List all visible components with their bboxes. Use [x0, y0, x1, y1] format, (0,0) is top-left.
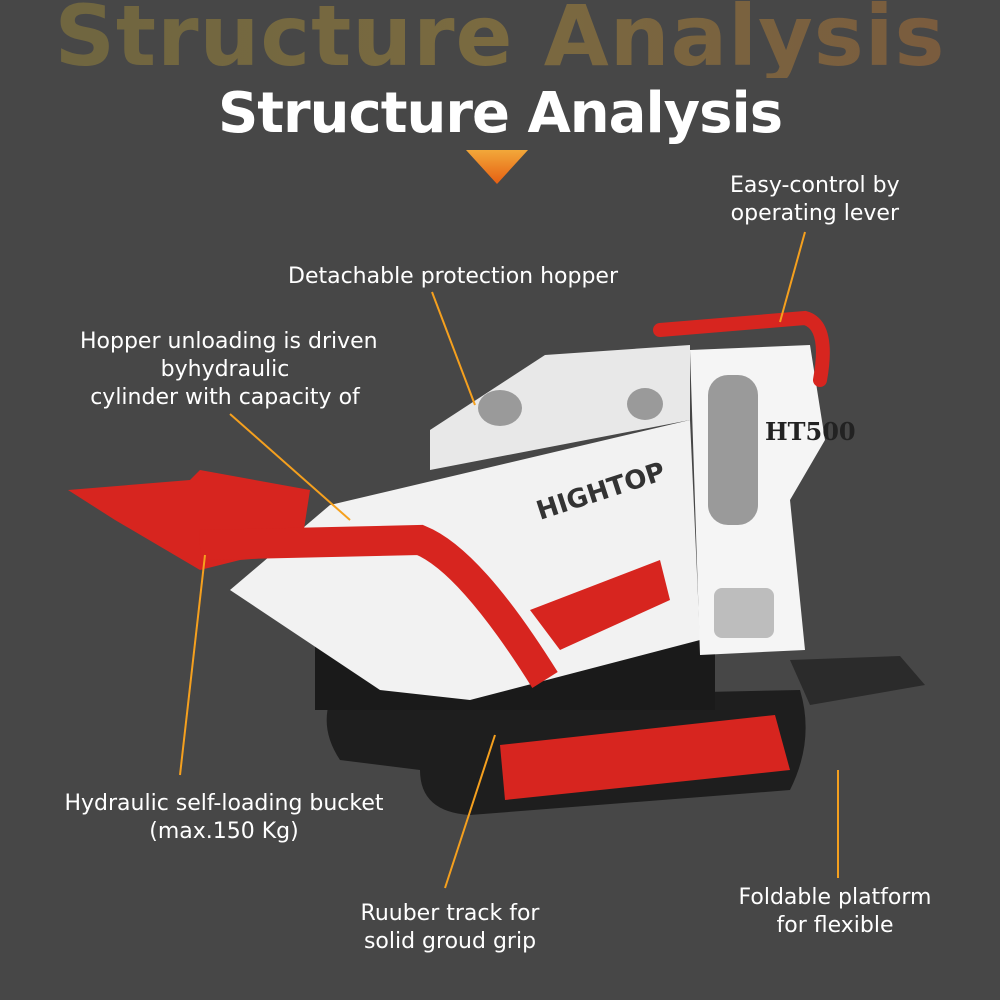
label-line: (max.150 Kg)	[149, 819, 299, 844]
model-logo: HT500	[765, 417, 856, 446]
label-line: Hopper unloading is driven	[80, 329, 378, 354]
foldable-platform	[790, 656, 925, 705]
label-platform: Foldable platform for flexible	[735, 884, 935, 940]
leader-lines	[179, 231, 839, 889]
down-arrow-icon	[466, 150, 528, 184]
hopper-vent	[478, 390, 522, 426]
label-line: Ruuber track for	[360, 901, 540, 926]
engine-vent	[714, 588, 774, 638]
label-line: for flexible	[776, 913, 894, 938]
label-line: operating lever	[730, 201, 900, 226]
label-line: byhydraulic	[160, 357, 290, 382]
label-unloading: Hopper unloading is driven byhydraulic c…	[80, 328, 378, 412]
label-track: Ruuber track for solid groud grip	[355, 900, 545, 956]
label-line: Hydraulic self-loading bucket	[64, 791, 384, 816]
loader-arm	[199, 524, 558, 688]
title-shadow: Structure Analysis	[0, 0, 1000, 78]
label-hopper: Detachable protection hopper	[288, 263, 618, 291]
label-line: Foldable platform	[738, 885, 932, 910]
label-line: solid groud grip	[363, 929, 537, 954]
hopper-shield	[430, 345, 690, 470]
label-line: cylinder with capacity of	[90, 385, 360, 410]
engine-vent	[708, 375, 758, 525]
operating-lever	[653, 310, 830, 387]
label-line: Detachable protection hopper	[288, 264, 618, 289]
label-operating-lever: Easy-control by operating lever	[730, 172, 900, 228]
cylinder-bracket	[530, 560, 670, 650]
label-bucket: Hydraulic self-loading bucket (max.150 K…	[64, 790, 384, 846]
hopper-vent	[627, 388, 663, 420]
track-guard	[500, 715, 790, 800]
page-title: Structure Analysis	[217, 81, 783, 146]
label-line: Easy-control by	[730, 173, 900, 198]
